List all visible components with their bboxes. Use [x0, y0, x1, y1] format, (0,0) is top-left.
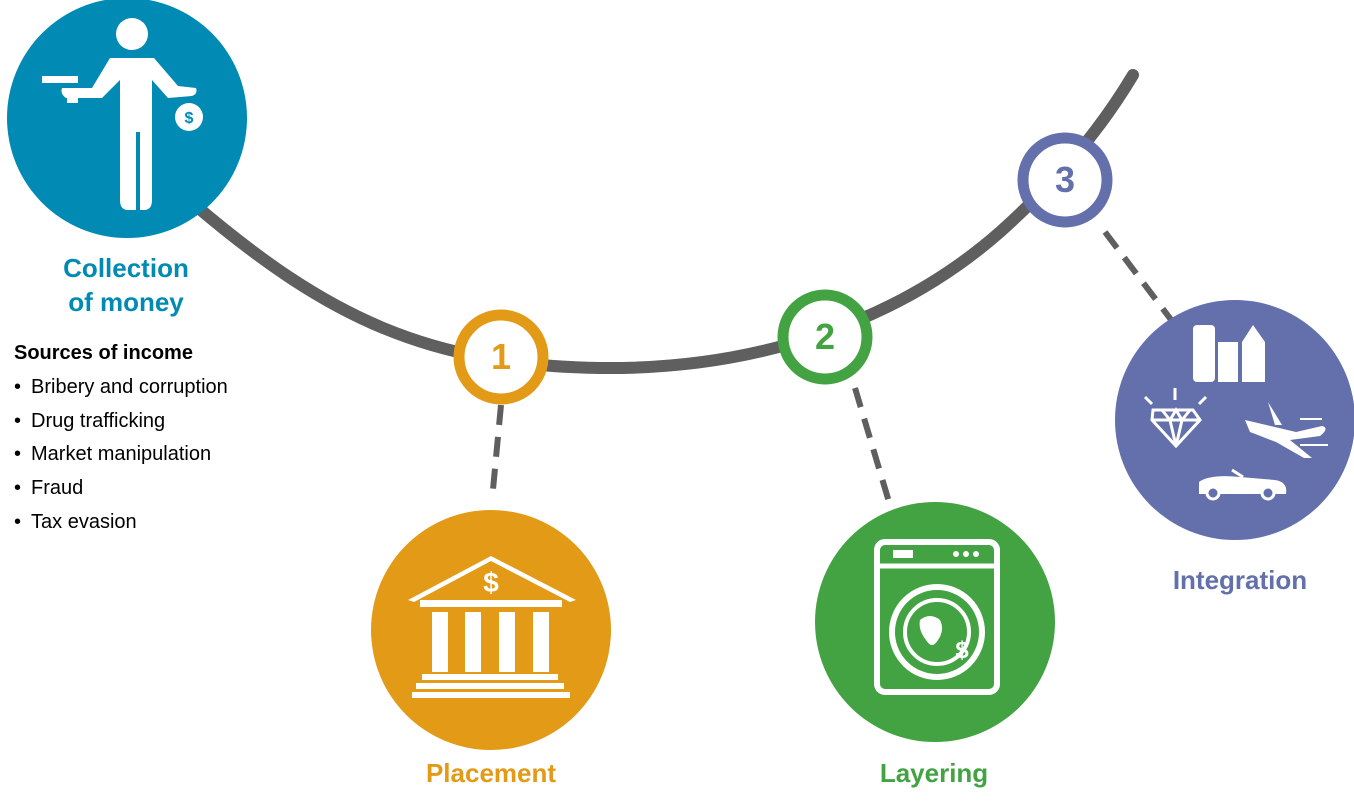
- step-1-marker: [453, 309, 549, 405]
- step-3-marker: [1017, 132, 1113, 228]
- integration-circle: [1115, 300, 1354, 540]
- layering-circle: $: [815, 502, 1055, 742]
- collection-title-line2: of money: [68, 287, 184, 317]
- source-item: Bribery and corruption: [14, 371, 228, 405]
- step-2-marker: [777, 289, 873, 385]
- airplane-icon: [1245, 402, 1328, 458]
- diamond-icon: [1143, 388, 1208, 449]
- layering-label: Layering: [879, 758, 989, 788]
- collection-circle: $: [7, 0, 247, 238]
- placement-label: Placement: [425, 758, 557, 788]
- source-item: Fraud: [14, 472, 228, 506]
- source-item: Drug trafficking: [14, 405, 228, 439]
- step-3-number: 3: [1054, 159, 1076, 200]
- step-2-number: 2: [814, 316, 836, 357]
- source-item: Market manipulation: [14, 438, 228, 472]
- collection-title-line1: Collection: [63, 253, 189, 283]
- connector-3: [1102, 230, 1178, 327]
- integration-label: Integration: [1172, 565, 1308, 595]
- process-path: [189, 69, 1139, 375]
- sources-of-income: Sources of income Bribery and corruption…: [14, 342, 228, 539]
- connector-1: [489, 404, 504, 501]
- collection-title: Collection of money: [26, 251, 226, 319]
- svg-text:$: $: [185, 110, 194, 127]
- svg-text:$: $: [483, 567, 499, 598]
- step-1-number: 1: [490, 336, 512, 377]
- bank-icon: $: [408, 556, 576, 698]
- placement-circle: $: [371, 510, 611, 750]
- car-icon: [1199, 468, 1287, 501]
- person-icon: $: [42, 18, 203, 210]
- source-item: Tax evasion: [14, 506, 228, 540]
- buildings-icon: [1193, 325, 1265, 382]
- svg-text:$: $: [955, 637, 969, 664]
- connector-2: [852, 387, 895, 513]
- sources-heading: Sources of income: [14, 342, 193, 364]
- washing-machine-icon: $: [874, 539, 1000, 695]
